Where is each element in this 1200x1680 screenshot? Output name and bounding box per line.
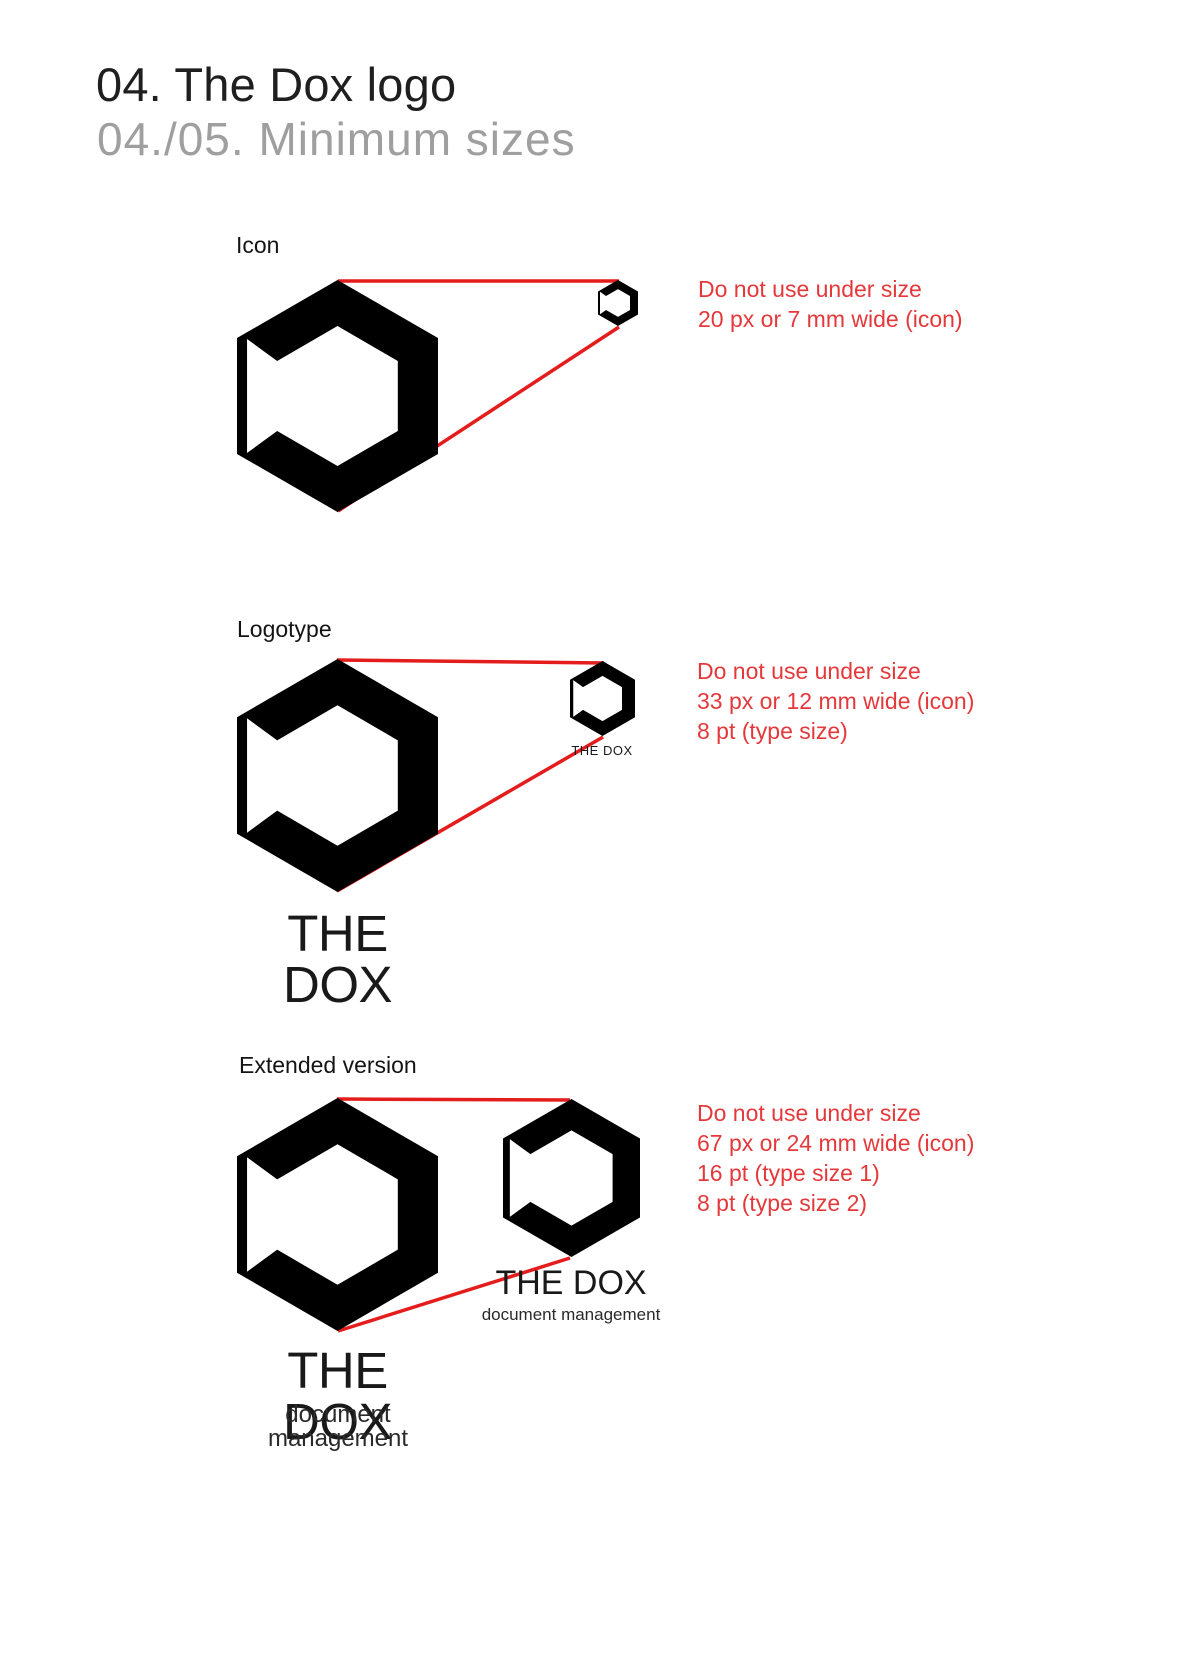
note-line: Do not use under size bbox=[698, 276, 922, 302]
section-label-icon: Icon bbox=[236, 232, 280, 258]
section-label-extended: Extended version bbox=[239, 1052, 417, 1078]
dox-logotype-large-icon bbox=[237, 659, 438, 892]
note-line: 16 pt (type size 1) bbox=[697, 1160, 880, 1186]
note-line: Do not use under size bbox=[697, 1100, 921, 1126]
guide-line-logotype-top bbox=[336, 658, 605, 665]
guide-line-extended-top bbox=[336, 1097, 571, 1102]
note-line: Do not use under size bbox=[697, 658, 921, 684]
extended-minimum-wordmark: THE DOX bbox=[495, 1264, 647, 1302]
note-line: 8 pt (type size) bbox=[697, 718, 848, 744]
logotype-minimum-wordmark: THE DOX bbox=[571, 743, 633, 758]
dox-icon-minimum-size bbox=[598, 280, 638, 326]
note-line: 8 pt (type size 2) bbox=[697, 1190, 868, 1216]
note-line: 67 px or 24 mm wide (icon) bbox=[697, 1130, 975, 1156]
extended-minimum-tagline: document management bbox=[481, 1305, 661, 1324]
logotype-large-wordmark: THE DOX bbox=[282, 905, 393, 1013]
note-line: 33 px or 12 mm wide (icon) bbox=[697, 688, 975, 714]
icon-minimum-size-note: Do not use under size 20 px or 7 mm wide… bbox=[698, 274, 963, 334]
dox-icon-large bbox=[237, 280, 438, 512]
logotype-minimum-size-note: Do not use under size 33 px or 12 mm wid… bbox=[697, 656, 974, 746]
page-title: 04. The Dox logo bbox=[96, 58, 457, 111]
page-subtitle: 04./05. Minimum sizes bbox=[97, 113, 576, 165]
extended-large-tagline: document management bbox=[267, 1401, 409, 1452]
section-label-logotype: Logotype bbox=[237, 616, 332, 642]
dox-extended-minimum-icon bbox=[503, 1099, 640, 1257]
extended-minimum-size-note: Do not use under size 67 px or 24 mm wid… bbox=[697, 1098, 974, 1218]
guide-line-extended-bottom bbox=[337, 1256, 571, 1333]
note-line: 20 px or 7 mm wide (icon) bbox=[698, 306, 963, 332]
dox-logotype-minimum-icon bbox=[570, 661, 635, 736]
extended-large-wordmark: THE DOX bbox=[282, 1342, 393, 1450]
dox-extended-large-icon bbox=[237, 1098, 438, 1331]
